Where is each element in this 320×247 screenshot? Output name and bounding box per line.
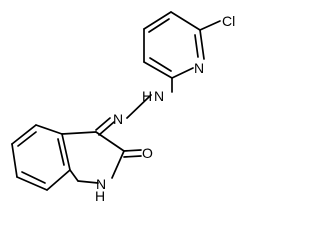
atom-h-lactam: H (95, 188, 105, 204)
bond-c2o-o-inner (123, 155, 142, 158)
atom-o: O (142, 145, 153, 161)
bond-c6-c5 (170, 11, 201, 31)
atom-labels: Cl N H N N O H N (95, 13, 235, 204)
bond-c7a-c3a-inner (57, 138, 65, 166)
bond-c5-c4-inner (148, 18, 170, 33)
bond-npy-c6-inner (194, 34, 199, 58)
bond-c4-c5 (11, 124, 37, 145)
molecule-drawing: Cl N H N N O H N (11, 11, 235, 204)
atom-n-hydrazone: N (154, 88, 164, 104)
bond-c6-c7-inner (21, 171, 46, 184)
bond-c3-c2 (143, 61, 173, 79)
atom-cl: Cl (222, 13, 235, 29)
bond-npy-c6 (199, 29, 205, 60)
bond-n-c3-double-a (95, 117, 111, 131)
bond-c5-c6 (11, 143, 18, 178)
bond-c7a-n1 (69, 169, 79, 182)
bond-c2o-n1 (111, 150, 125, 179)
bond-c7-c7a (46, 169, 71, 191)
bond-c6-c7 (16, 176, 48, 191)
bond-c7a-c3a (61, 133, 71, 171)
pyridine-ring (143, 11, 221, 79)
bond-c2-npy (171, 67, 194, 79)
atom-n-lactam: N (96, 176, 106, 192)
atom-h-hydrazone: H (142, 88, 152, 104)
bond-n-c3-double-b (98, 121, 115, 136)
bond-c3-c2o (95, 131, 125, 152)
bond-nh-n (126, 94, 152, 119)
bond-c5-c4 (143, 11, 172, 30)
bond-c3-c2-inner (149, 57, 172, 72)
benzene-ring (11, 124, 79, 191)
bond-c3a-c4 (35, 124, 63, 135)
lactam-ring (61, 131, 142, 184)
atom-n-imine: N (113, 111, 123, 127)
structure-diagram: Cl N H N N O H N (11, 11, 236, 204)
bond-n1-c7a (77, 180, 99, 184)
bond-c4-c5-inner (17, 131, 37, 147)
bond-c2o-o (123, 149, 142, 152)
bond-c3-c3a (61, 131, 97, 135)
atom-n-pyridine: N (194, 60, 204, 76)
hydrazone-linker (95, 77, 173, 136)
bond-c6-cl (199, 20, 221, 31)
